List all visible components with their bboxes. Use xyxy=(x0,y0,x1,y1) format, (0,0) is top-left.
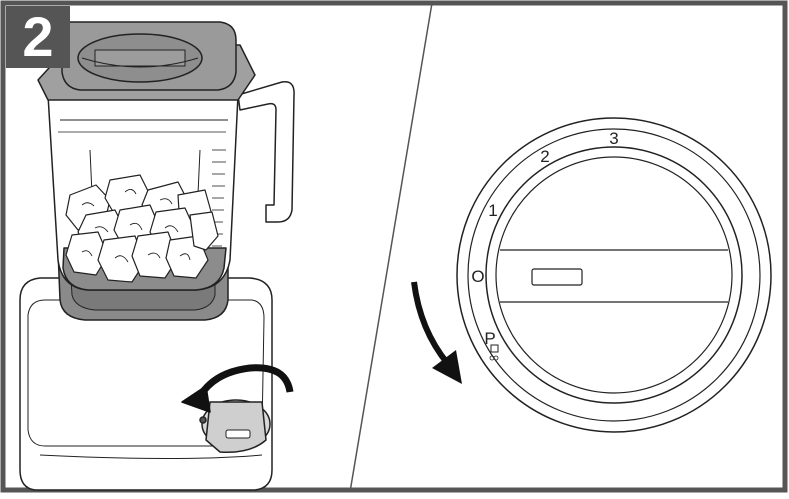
ice-cubes xyxy=(65,174,219,283)
dial-knob xyxy=(495,156,733,394)
dial-label-off: O xyxy=(471,267,484,286)
panel-divider xyxy=(349,2,433,493)
rotation-arrow xyxy=(411,281,462,384)
knob-indicator xyxy=(531,268,583,286)
dial-label-pulse: P xyxy=(484,329,495,348)
dial-closeup xyxy=(456,117,772,433)
dial-turn-arrow xyxy=(197,364,294,398)
blender-illustration xyxy=(19,21,295,491)
dial-label-3: 3 xyxy=(609,129,618,148)
pulse-icon xyxy=(490,344,499,353)
dial-outer-ring xyxy=(456,117,772,433)
container-handle xyxy=(237,81,295,223)
dial-label-2: 2 xyxy=(540,147,549,166)
dial-bezel xyxy=(485,146,743,404)
step-number-badge: 2 xyxy=(6,6,70,68)
dial-label-1: 1 xyxy=(488,201,497,220)
